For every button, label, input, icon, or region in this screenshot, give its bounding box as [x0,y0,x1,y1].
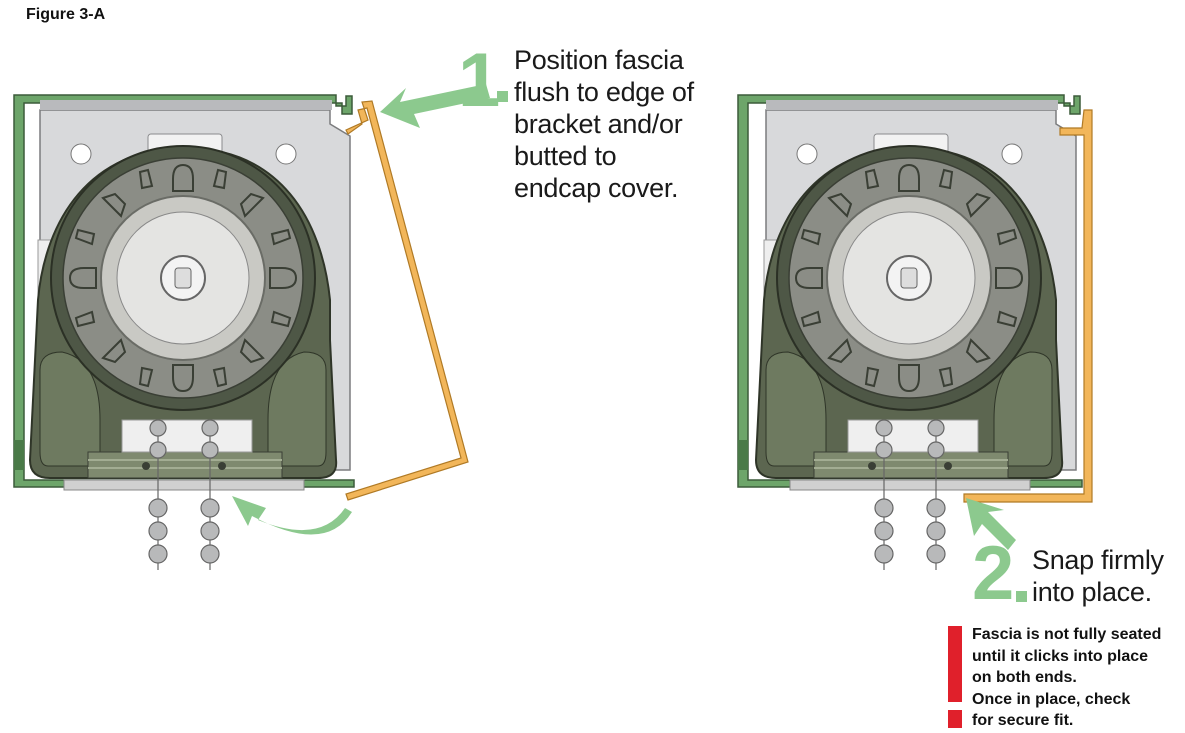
push-arrow [380,84,490,128]
fascia [963,109,1093,503]
bead-chain-right [926,419,946,570]
warning-exclamation-dot [948,710,962,728]
step-2-dot [1016,591,1027,602]
outer-bracket [737,94,1083,488]
bracket-illustration-right [737,94,1093,570]
step-1-line: flush to edge of [514,77,694,107]
bead-chain-left [874,419,894,570]
step-2-line: into place. [1032,577,1152,607]
bead-chain-left [148,419,168,570]
figure-label: Figure 3-A [26,6,106,23]
warning-text: Fascia is not fully seated until it clic… [972,624,1161,732]
step-1-line: bracket and/or [514,109,683,139]
warning-line: until it clicks into place [972,647,1149,665]
step-1-line: endcap cover. [514,173,679,203]
warning-line: Once in place, check [972,690,1131,708]
outer-bracket [13,94,355,488]
step-2-text: Snap firmly into place. [1032,544,1164,608]
step-1-dot [497,91,508,102]
step-1-text: Position fascia flush to edge of bracket… [514,44,694,204]
step-1-line: butted to [514,141,617,171]
step-1-line: Position fascia [514,45,684,75]
warning-line: on both ends. [972,669,1077,686]
bracket-illustration-left [13,84,490,570]
fascia [345,100,469,501]
warning-line: for secure fit. [972,712,1074,729]
step-2-line: Snap firmly [1032,545,1164,575]
bead-chain-right [200,419,220,570]
step-2-number: 2 [972,531,1015,616]
snap-arrow [966,498,1016,550]
swing-arrow [232,496,352,535]
step-1-number: 1 [458,38,501,123]
warning-line: Fascia is not fully seated [972,626,1162,643]
warning-exclamation-bar [948,626,962,702]
